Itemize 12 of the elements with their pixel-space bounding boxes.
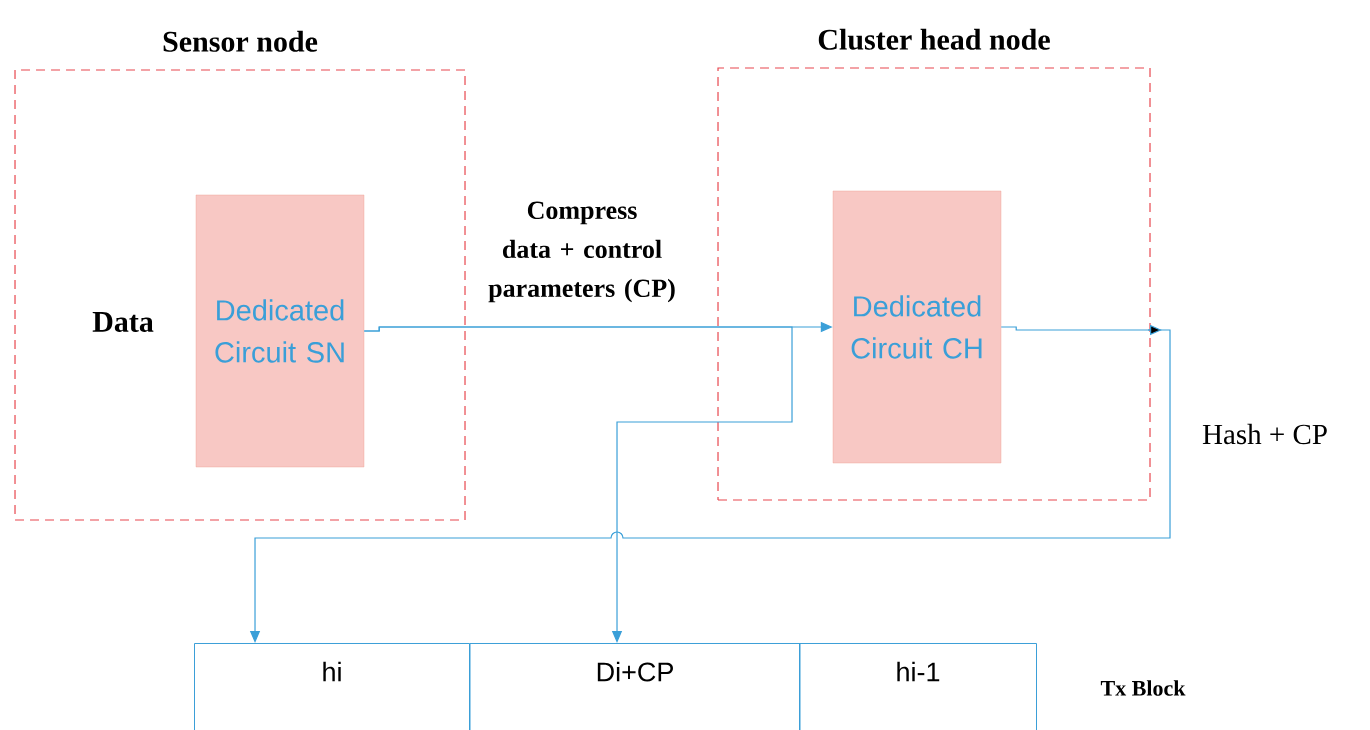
circuit-box: Dedicated Circuit CH	[832, 190, 1002, 464]
edge-label: Hash + CP	[1202, 423, 1327, 445]
connector-arrow	[363, 326, 793, 643]
block-cell: Di+CP	[469, 643, 801, 730]
block-cell: hi	[194, 643, 470, 730]
text-label: Data	[92, 312, 154, 332]
circuit-box: Dedicated Circuit SN	[195, 194, 365, 468]
text-label: Tx Block	[1100, 680, 1186, 696]
node-label: Cluster head node	[818, 28, 1050, 50]
node-label: Sensor node	[163, 30, 318, 52]
edge-label: Compress data + control parameters (CP)	[488, 201, 675, 303]
block-cell: hi-1	[799, 643, 1037, 730]
